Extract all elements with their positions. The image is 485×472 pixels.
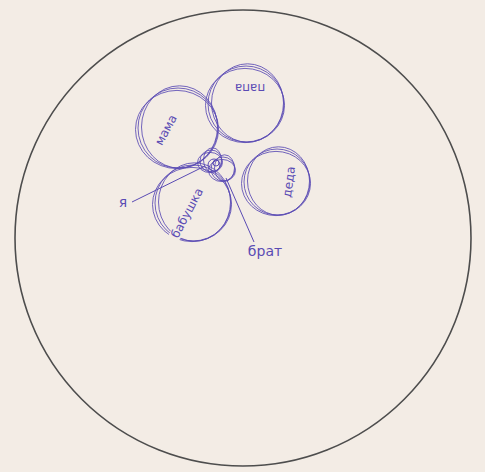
family-circle: деда	[244, 149, 310, 215]
family-circle: папа	[208, 66, 284, 142]
family-label: папа	[233, 82, 267, 94]
family-label: деда	[281, 164, 298, 201]
family-circle: бабушка	[155, 165, 231, 241]
circle-outline	[208, 66, 284, 142]
family-label: мама	[152, 111, 180, 149]
family-label: я	[117, 195, 129, 209]
circle-outline	[211, 157, 235, 181]
family-label: брат	[246, 244, 284, 258]
circle-outline	[244, 149, 310, 215]
family-circle: брат	[211, 157, 235, 181]
family-label: бабушка	[168, 184, 206, 242]
